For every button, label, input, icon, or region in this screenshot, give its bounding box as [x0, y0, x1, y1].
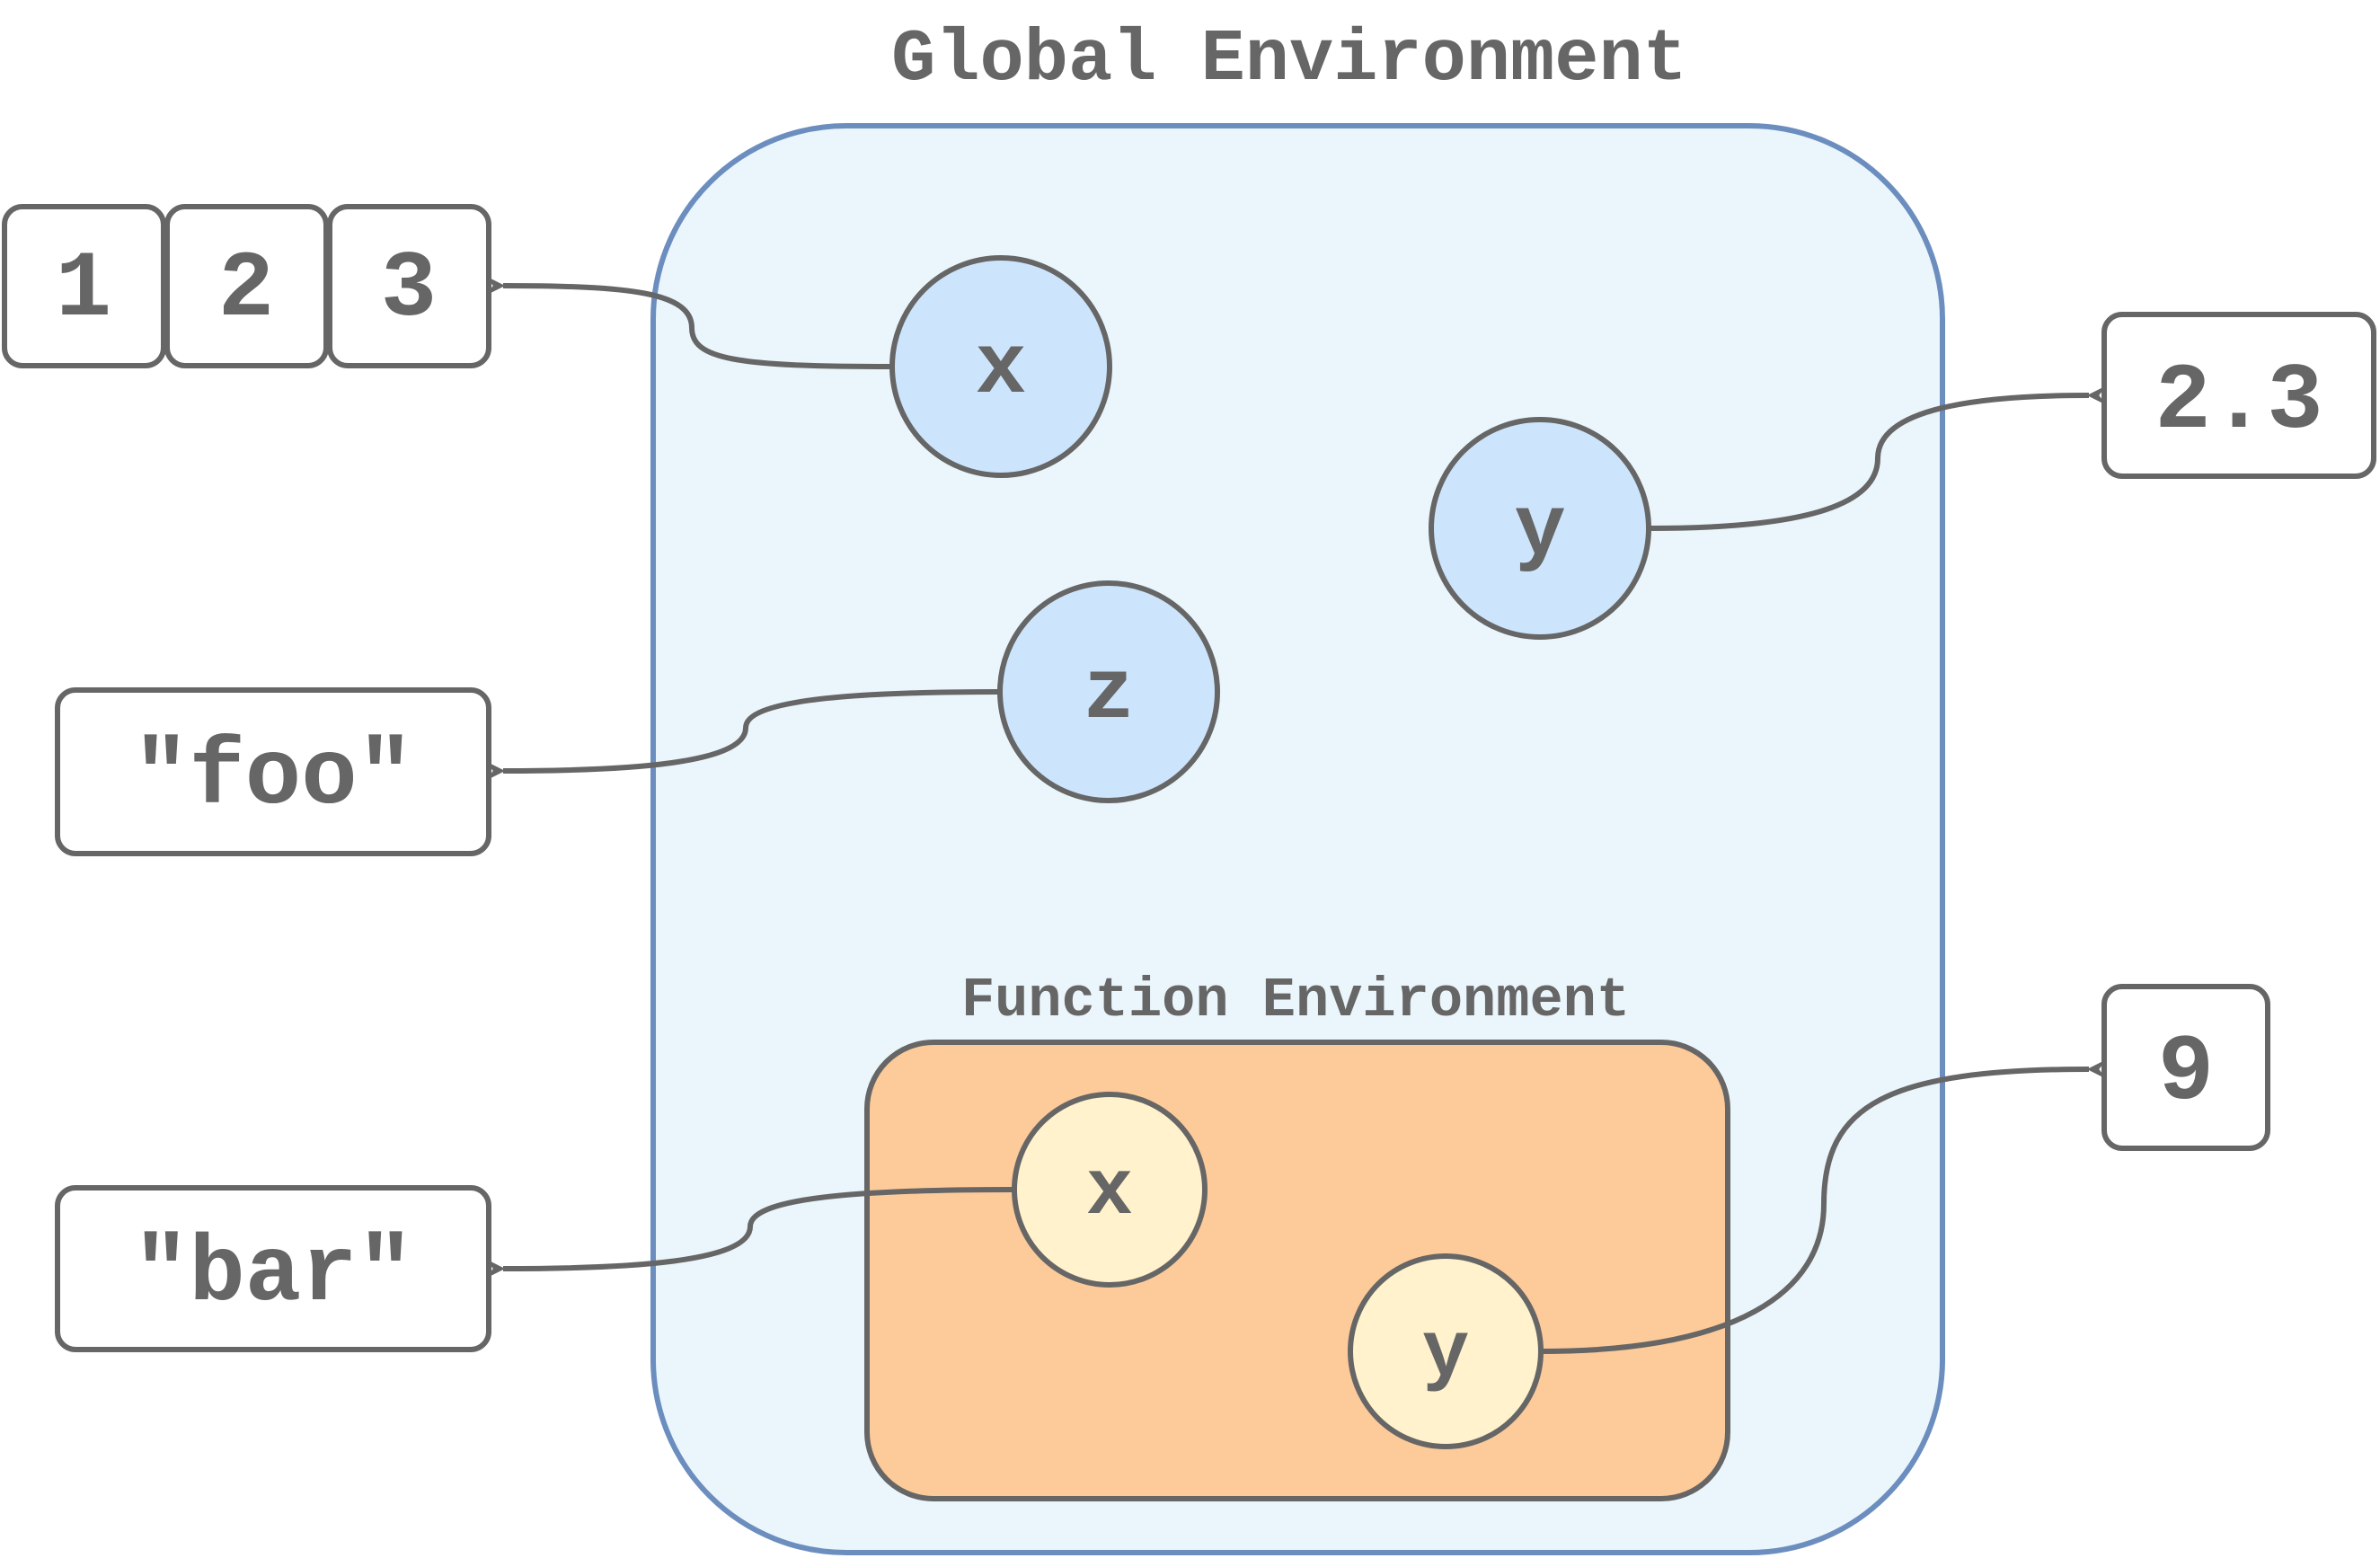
function-variable-x-label: x: [1086, 1148, 1134, 1237]
value-2-3-label: 2.3: [2154, 350, 2322, 456]
global-variable-y-label: y: [1514, 482, 1566, 580]
vector-cell-1-label: 1: [56, 237, 111, 343]
vector-value: 1 2 3: [2, 204, 491, 368]
vector-cell-2-label: 2: [218, 237, 274, 343]
value-9-label: 9: [2158, 1021, 2214, 1127]
function-variable-y-label: y: [1422, 1310, 1470, 1399]
arrow-function-x-to-bar: [487, 1187, 1013, 1278]
arrow-z-to-foo: [487, 689, 1000, 780]
vector-cell-2: [164, 204, 329, 368]
arrow-y-to-2-3: [1649, 386, 2105, 531]
global-variable-z: z: [997, 580, 1220, 803]
global-variable-y: y: [1429, 417, 1651, 640]
vector-cell-1: [2, 204, 166, 368]
global-variable-x-label: x: [975, 320, 1027, 418]
global-variable-x: x: [889, 255, 1112, 478]
function-variable-x: x: [1012, 1092, 1208, 1288]
vector-cell-3-label: 3: [381, 237, 437, 343]
arrow-function-y-to-9: [1540, 1060, 2105, 1354]
global-variable-z-label: z: [1083, 645, 1135, 743]
value-foo-label: "foo": [133, 725, 413, 831]
function-environment-title: Function Environment: [961, 969, 1630, 1032]
global-environment-title: Global Environment: [891, 18, 1687, 102]
function-environment-box: [864, 1040, 1730, 1501]
function-variable-y: y: [1348, 1253, 1544, 1449]
arrow-x-to-vector: [487, 277, 892, 369]
value-bar-label: "bar": [133, 1222, 413, 1328]
